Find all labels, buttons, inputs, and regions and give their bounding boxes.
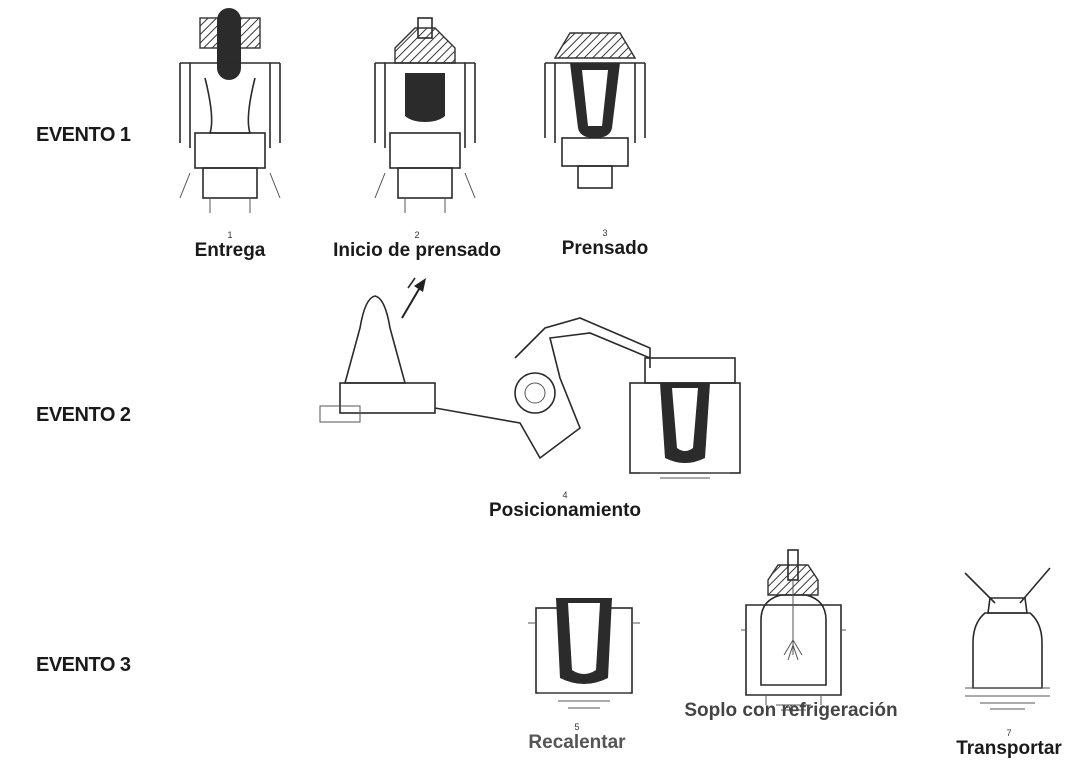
step-5-number: 5 (574, 722, 580, 732)
step-5: 5 Recalentar (512, 722, 642, 754)
step-2-number: 2 (414, 230, 420, 240)
step-1-label: Entrega (194, 240, 266, 261)
transfer-arrow (401, 278, 426, 319)
step-4-label: Posicionamiento (488, 500, 642, 521)
step-1-number: 1 (227, 230, 233, 240)
step-6-label: Soplo con refrigeración (684, 700, 898, 721)
step-3-prensado-illustration (544, 32, 646, 189)
step-7: 7 Transportar (944, 728, 1074, 760)
step-6-soplo-illustration (741, 549, 846, 711)
step-3-number: 3 (602, 228, 608, 238)
step-2-label: Inicio de prensado (333, 240, 501, 261)
step-2-inicio-prensado-illustration (374, 17, 476, 213)
step-7-label: Transportar (956, 738, 1062, 759)
step-2: 2 Inicio de prensado (312, 230, 522, 262)
step-6-number: 6 (788, 704, 794, 714)
step-1-entrega-illustration (179, 8, 281, 213)
event-3-label: EVENTO 3 (36, 654, 131, 676)
step-7-number: 7 (1006, 728, 1012, 738)
step-5-recalentar-illustration (528, 598, 640, 709)
step-1: 1 Entrega (180, 230, 280, 262)
step-3-label: Prensado (561, 238, 649, 259)
step-6: 6 Soplo con refrigeración (660, 700, 922, 722)
step-4-number: 4 (562, 490, 568, 500)
event-1-label: EVENTO 1 (36, 124, 131, 146)
step-7-transportar-illustration (964, 567, 1051, 710)
step-5-label: Recalentar (528, 732, 626, 753)
step-3: 3 Prensado (545, 228, 665, 260)
step-4-posicionamiento-illustration (319, 277, 741, 479)
step-4: 4 Posicionamiento (465, 490, 665, 522)
event-2-label: EVENTO 2 (36, 404, 131, 426)
